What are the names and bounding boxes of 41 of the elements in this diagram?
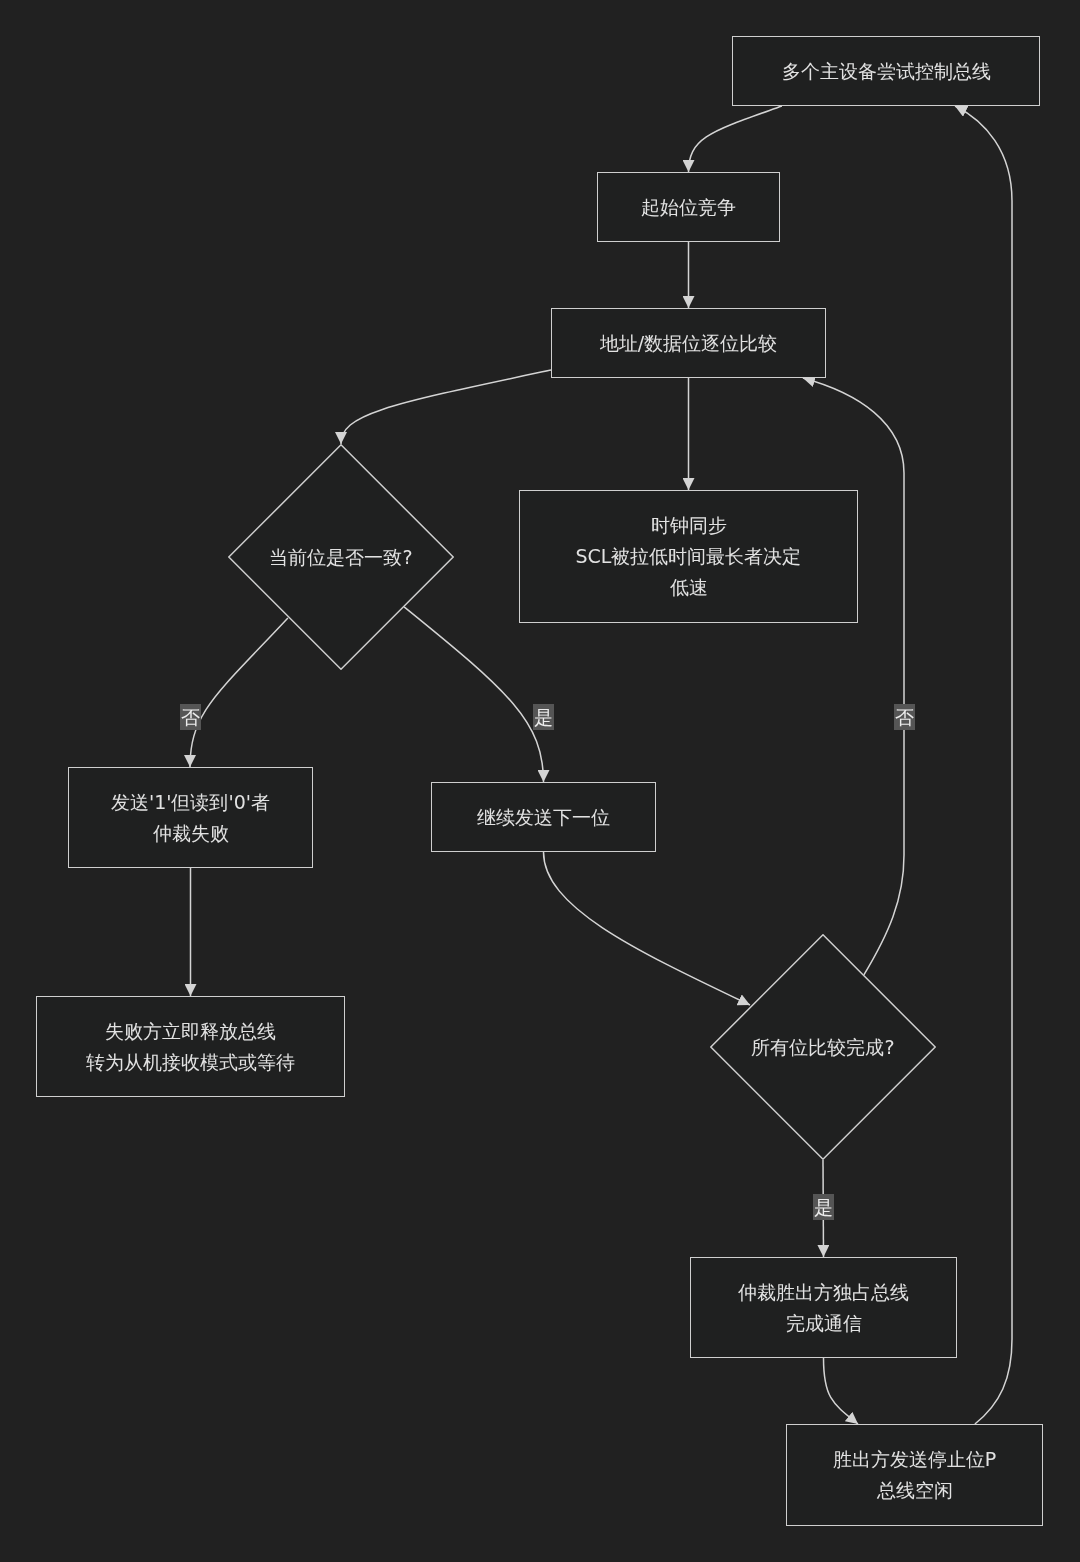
process-box [519,490,858,623]
arrow [542,851,751,1006]
arrow [184,617,289,768]
step-text: 仲裁胜出方独占总线 [738,1279,909,1305]
step-text: 失败方立即释放总线 [105,1018,276,1044]
step-text: 发送'1'但读到'0'者 [110,789,271,815]
step-text: 起始位竞争 [641,194,736,220]
decision-diamond [710,934,936,1160]
question-text: 当前位是否一致? [269,544,413,570]
step-text: 地址/数据位逐位比较 [599,330,778,356]
arrow [336,369,552,445]
process-box [690,1257,957,1358]
step-text: 总线空闲 [876,1478,953,1503]
process-box [732,36,1040,106]
arrow [403,606,549,783]
step-text: 胜出方发送停止位P [832,1447,997,1472]
arrow [682,377,695,491]
step-text: 仲裁失败 [152,820,229,846]
process-box [431,782,656,852]
step-text: SCL被拉低时间最长者决定低速 [574,544,803,600]
step-text: 时钟同步 [650,513,727,538]
question-text: 所有位比较完成? [751,1034,895,1060]
step-text: 继续发送下一位 [477,804,610,830]
process-box [786,1424,1043,1526]
edge-label: 是 [532,704,554,730]
step-text: 多个主设备尝试控制总线 [781,58,991,84]
arrow [682,241,695,309]
arrow [954,105,1013,1425]
process-box [551,308,826,378]
process-box [36,996,345,1097]
edge-label: 否 [179,704,201,730]
step-text: 转为从机接收模式或等待 [86,1049,295,1075]
arrow [683,105,783,173]
arrow [822,1357,859,1425]
process-box [597,172,780,242]
process-box [68,767,313,868]
step-text: 完成通信 [785,1310,862,1336]
edge-label: 否 [893,704,915,730]
arrow [184,867,197,997]
edge-label: 是 [812,1194,834,1220]
decision-diamond [228,444,454,670]
